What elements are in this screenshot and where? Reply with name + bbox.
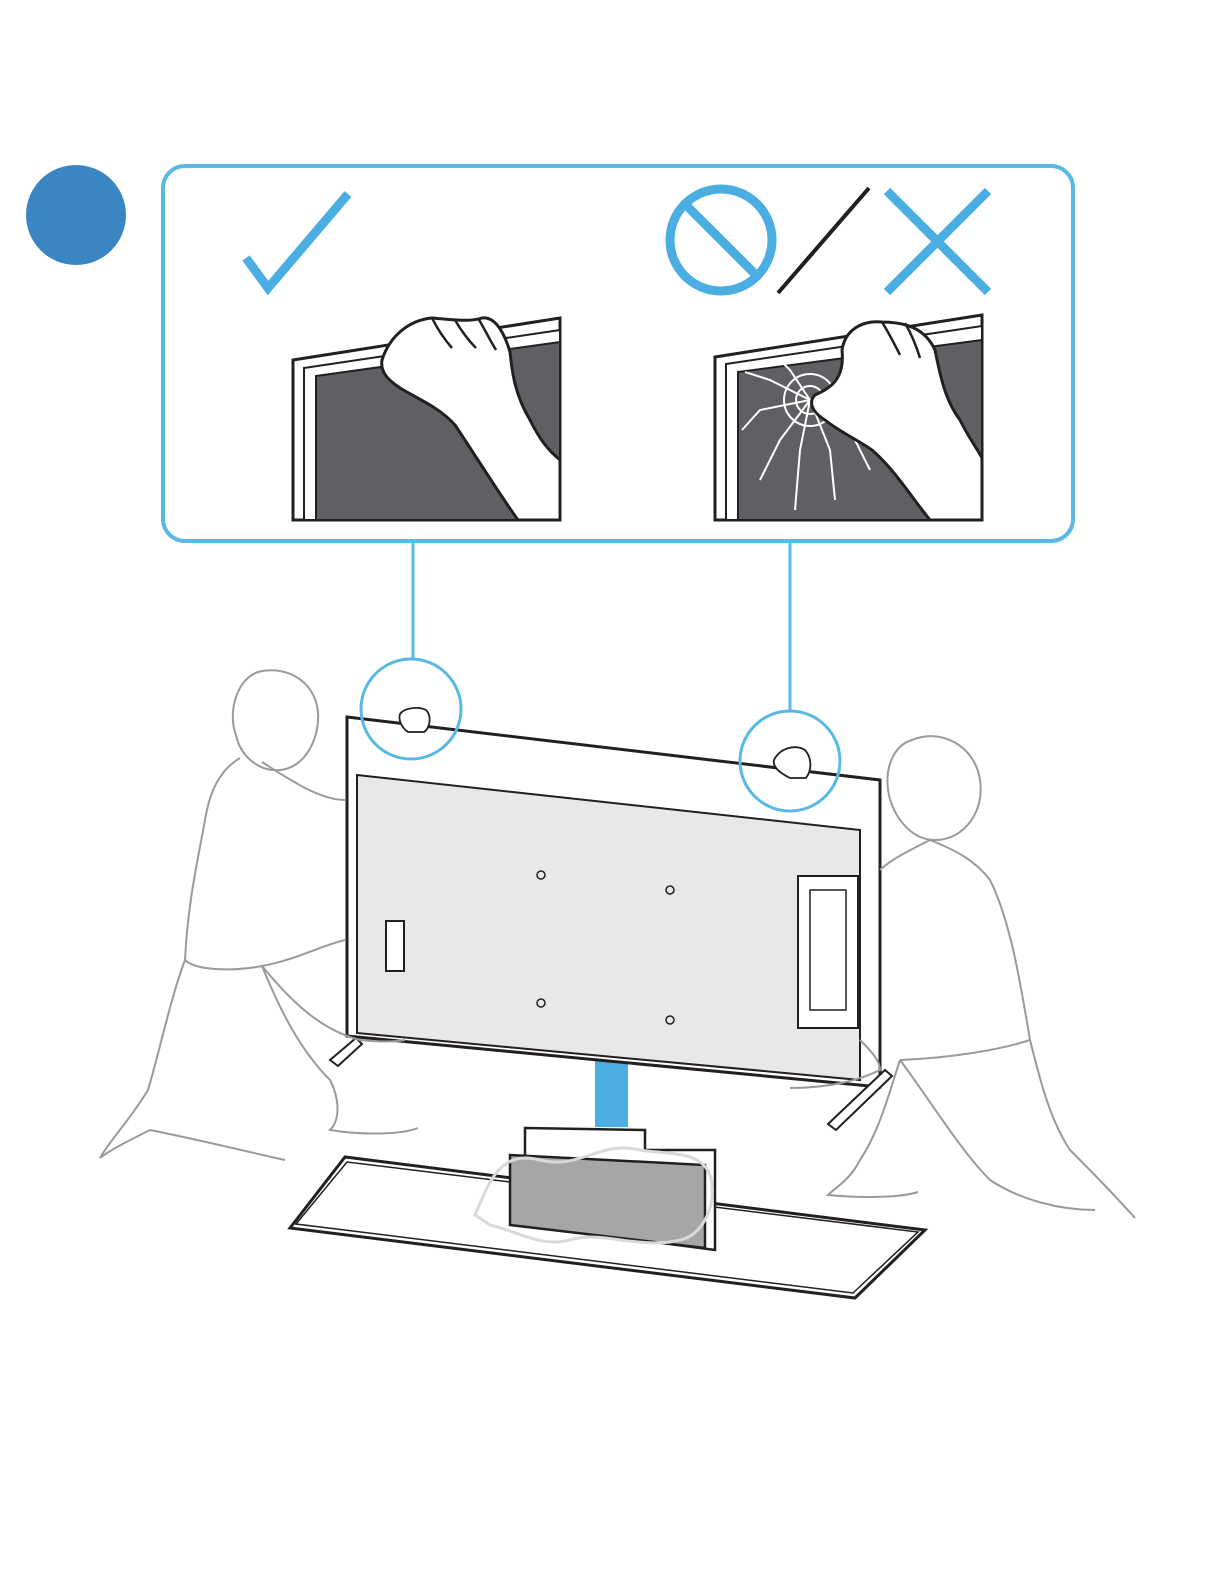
left-hand-on-tv bbox=[399, 708, 429, 732]
tv-stand-leg-left bbox=[330, 1038, 362, 1066]
checkmark-icon bbox=[246, 194, 348, 288]
tv-terminal-panel bbox=[798, 876, 858, 1028]
prohibited-icon bbox=[670, 189, 772, 291]
incorrect-grip-illustration bbox=[715, 315, 982, 520]
slash-divider bbox=[778, 188, 869, 293]
cross-icon bbox=[887, 191, 988, 292]
packaging-foam bbox=[475, 1128, 715, 1250]
tv-side-port bbox=[386, 921, 404, 971]
correct-grip-illustration bbox=[293, 318, 560, 520]
